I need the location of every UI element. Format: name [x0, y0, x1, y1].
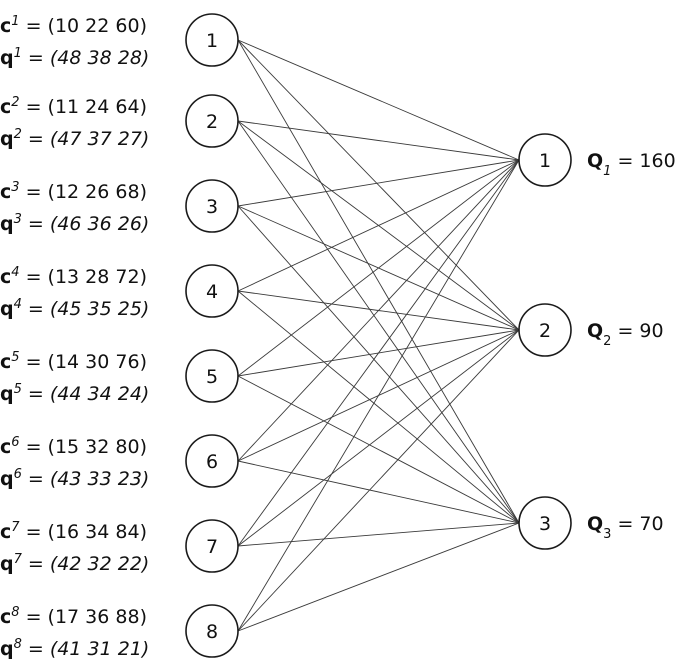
source-node-5: 5	[185, 349, 239, 403]
edge-7-to-2	[237, 329, 520, 547]
source-cost-vector-2: c2 = (11 24 64)	[0, 95, 147, 119]
source-quantity-vector-3: q3 = (46 36 26)	[0, 212, 149, 236]
destination-demand-3: Q3 = 70	[587, 513, 664, 542]
destination-demand-1: Q1 = 160	[587, 150, 676, 179]
source-cost-vector-5: c5 = (14 30 76)	[0, 350, 147, 374]
edge-4-to-3	[237, 290, 520, 524]
source-node-8: 8	[185, 604, 239, 658]
destination-node-circle	[518, 303, 572, 357]
source-cost-vector-7: c7 = (16 34 84)	[0, 520, 147, 544]
source-node-circle	[185, 94, 239, 148]
source-node-circle	[185, 434, 239, 488]
destination-node-label: 2	[539, 320, 551, 342]
source-node-circle	[185, 179, 239, 233]
destination-node-1: 1	[518, 133, 572, 187]
edge-6-to-3	[237, 460, 520, 524]
source-node-circle	[185, 519, 239, 573]
edge-5-to-3	[237, 375, 520, 524]
source-node-label: 6	[206, 451, 218, 473]
edge-7-to-3	[237, 522, 520, 547]
source-cost-vector-6: c6 = (15 32 80)	[0, 435, 147, 459]
source-node-label: 5	[206, 366, 218, 388]
source-quantity-vector-4: q4 = (45 35 25)	[0, 297, 149, 321]
destination-node-circle	[518, 496, 572, 550]
source-node-circle	[185, 13, 239, 67]
edge-8-to-2	[237, 329, 520, 632]
source-node-label: 8	[206, 621, 218, 643]
destination-node-label: 3	[539, 513, 551, 535]
edge-2-to-1	[237, 120, 520, 161]
edge-5-to-1	[237, 159, 520, 377]
source-node-label: 4	[206, 281, 218, 303]
source-node-circle	[185, 604, 239, 658]
source-cost-vector-1: c1 = (10 22 60)	[0, 14, 147, 38]
edge-4-to-1	[237, 159, 520, 292]
edge-1-to-3	[237, 39, 520, 524]
destination-node-circle	[518, 133, 572, 187]
edge-8-to-3	[237, 522, 520, 632]
source-node-label: 7	[206, 536, 218, 558]
source-node-1: 1	[185, 13, 239, 67]
source-node-3: 3	[185, 179, 239, 233]
destination-node-label: 1	[539, 150, 551, 172]
source-quantity-vector-2: q2 = (47 37 27)	[0, 127, 149, 151]
source-quantity-vector-8: q8 = (41 31 21)	[0, 637, 149, 661]
source-node-circle	[185, 349, 239, 403]
edge-1-to-1	[237, 39, 520, 161]
source-quantity-vector-7: q7 = (42 32 22)	[0, 552, 149, 576]
edge-3-to-1	[237, 159, 520, 207]
source-node-circle	[185, 264, 239, 318]
source-node-4: 4	[185, 264, 239, 318]
edge-3-to-3	[237, 205, 520, 524]
source-quantity-vector-1: q1 = (48 38 28)	[0, 46, 149, 70]
source-quantity-vector-6: q6 = (43 33 23)	[0, 467, 149, 491]
nodes-layer: 1 2 3 4 5 6 7 8 1 2 3	[185, 13, 572, 658]
edge-7-to-1	[237, 159, 520, 547]
destination-node-2: 2	[518, 303, 572, 357]
source-node-label: 1	[206, 30, 218, 52]
edge-6-to-1	[237, 159, 520, 462]
source-quantity-vector-5: q5 = (44 34 24)	[0, 382, 149, 406]
edge-8-to-1	[237, 159, 520, 632]
destination-demand-2: Q2 = 90	[587, 320, 664, 349]
edge-2-to-3	[237, 120, 520, 524]
source-node-label: 2	[206, 111, 218, 133]
source-cost-vector-8: c8 = (17 36 88)	[0, 605, 147, 629]
destination-node-3: 3	[518, 496, 572, 550]
labels-layer: c1 = (10 22 60) q1 = (48 38 28) c2 = (11 2…	[0, 14, 676, 661]
source-node-2: 2	[185, 94, 239, 148]
source-node-6: 6	[185, 434, 239, 488]
source-cost-vector-3: c3 = (12 26 68)	[0, 180, 147, 204]
edge-1-to-2	[237, 39, 520, 331]
source-node-7: 7	[185, 519, 239, 573]
source-node-label: 3	[206, 196, 218, 218]
edges-layer	[237, 39, 520, 632]
source-cost-vector-4: c4 = (13 28 72)	[0, 265, 147, 289]
